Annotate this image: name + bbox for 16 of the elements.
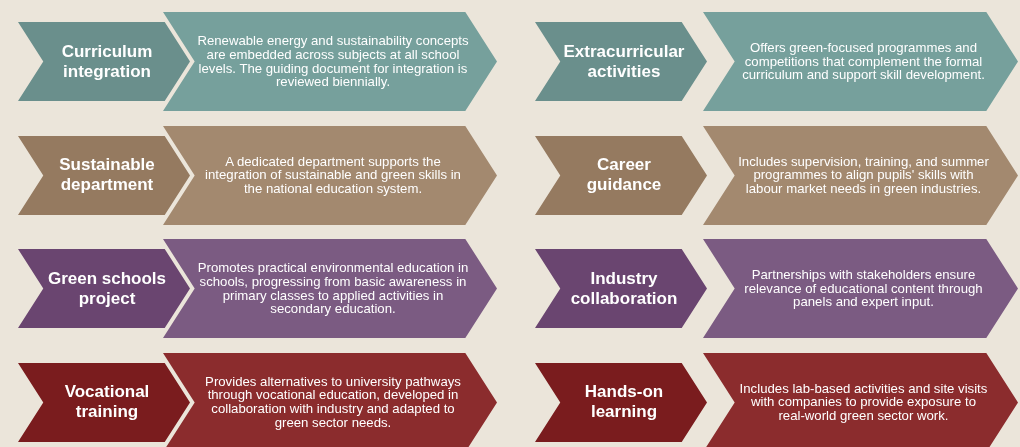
chevron-heading: Career guidance [585, 155, 663, 195]
chevron-heading: Hands-on learning [583, 382, 665, 422]
chevron-heading: Sustainable department [58, 155, 156, 195]
description-text: Includes supervision, training, and summer programmes to align pupils' skills with labour market needs in green industries. [737, 154, 990, 196]
chevron-heading: Industry collaboration [569, 268, 679, 309]
description-text: Partnerships with stakeholders ensure relevance of educational content through panels and expert input. [743, 268, 984, 309]
chevron-heading: Extracurricular activities [562, 41, 686, 82]
description-text: Promotes practical environmental education in schools, progressing from basic awareness in primary classes to applied activities in secondary education. [196, 261, 470, 316]
chevron-heading: Green schools project [46, 268, 168, 309]
description-text: Renewable energy and sustainability concepts are embedded across subjects at all school levels. The guiding document for integration is reviewed biennially. [196, 34, 470, 89]
description-text: Offers green-focused programmes and competitions that complement the formal curriculum and support skill development. [741, 41, 986, 82]
description-text: A dedicated department supports the integration of sustainable and green skills in the national education system. [204, 154, 462, 196]
description-text: Includes lab-based activities and site visits with companies to provide exposure to real-world green sector work. [738, 381, 989, 423]
chevron-heading: Vocational training [63, 382, 151, 422]
description-text: Provides alternatives to university pathways through vocational education, developed in collaboration with industry and adapted to green sector needs. [204, 374, 462, 430]
chevron-heading: Curriculum integration [60, 41, 154, 82]
